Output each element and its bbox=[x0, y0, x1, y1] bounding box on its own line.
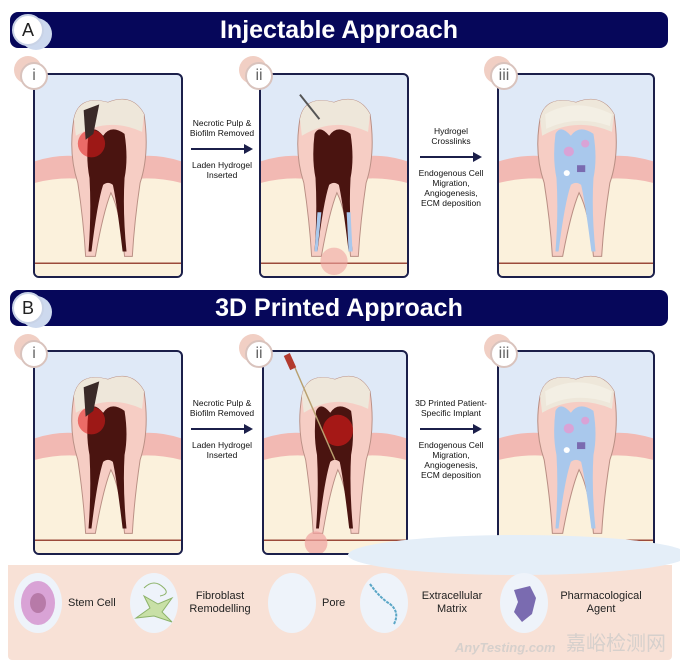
panel-b-ii-label: ii bbox=[245, 340, 273, 368]
infection-glow bbox=[77, 406, 106, 435]
endodontic-file-icon bbox=[291, 361, 336, 461]
legend: Stem Cell Fibroblast Remodelling Pore Ex… bbox=[8, 535, 680, 660]
legend-label: Stem Cell bbox=[68, 596, 116, 609]
section-a-step2: Hydrogel Crosslinks Endogenous Cell Migr… bbox=[414, 126, 488, 208]
watermark-en: AnyTesting.com bbox=[454, 640, 556, 655]
section-a-banner: Injectable Approach bbox=[10, 12, 668, 48]
infection-glow bbox=[322, 414, 353, 447]
enamel bbox=[299, 99, 371, 136]
panel-b-i bbox=[33, 350, 183, 555]
step-above-text: Necrotic Pulp & Biofilm Removed bbox=[189, 118, 255, 138]
tooth-illustration bbox=[264, 353, 406, 553]
arrow-right-icon bbox=[191, 424, 253, 434]
fibroblast-icon bbox=[130, 573, 178, 633]
legend-label: Extracellular Matrix bbox=[421, 590, 483, 615]
section-b-step2: 3D Printed Patient-Specific Implant Endo… bbox=[414, 398, 488, 480]
legend-label: Pore bbox=[322, 596, 346, 609]
panel-b-ii bbox=[262, 350, 408, 555]
arrow-right-icon bbox=[420, 424, 482, 434]
tooth-illustration bbox=[35, 376, 181, 553]
legend-item-pharma: Pharmacological Agent bbox=[500, 573, 648, 633]
panel-a-i bbox=[33, 73, 183, 278]
panel-a-ii bbox=[259, 73, 409, 278]
enamel bbox=[301, 376, 371, 413]
caries bbox=[83, 381, 100, 417]
pore-icon bbox=[268, 573, 316, 633]
panel-a-iii-label: iii bbox=[490, 62, 518, 90]
step-above-text: Necrotic Pulp & Biofilm Removed bbox=[189, 398, 255, 418]
tooth-illustration bbox=[35, 99, 181, 276]
extracellular-matrix-icon bbox=[360, 573, 408, 633]
section-b-title: 3D Printed Approach bbox=[215, 294, 463, 322]
legend-label: Pharmacological Agent bbox=[560, 590, 642, 615]
section-a-title: Injectable Approach bbox=[219, 16, 458, 44]
section-b-step1: Necrotic Pulp & Biofilm Removed Laden Hy… bbox=[185, 398, 259, 460]
step-below-text: Laden Hydrogel Inserted bbox=[191, 440, 252, 460]
watermark: AnyTesting.com 嘉峪检测网 bbox=[455, 633, 666, 655]
step-below-text: Endogenous Cell Migration, Angiogenesis,… bbox=[418, 168, 484, 208]
panel-a-ii-label: ii bbox=[245, 62, 273, 90]
panel-b-i-label: i bbox=[20, 340, 48, 368]
legend-item-pore: Pore bbox=[268, 573, 345, 633]
panel-a-iii bbox=[497, 73, 655, 278]
tooth-illustration bbox=[499, 99, 653, 276]
syringe-icon bbox=[299, 93, 321, 120]
legend-item-fibroblast: Fibroblast Remodelling bbox=[130, 573, 256, 633]
step-above-text: 3D Printed Patient-Specific Implant bbox=[415, 398, 487, 418]
stem-cell-icon bbox=[14, 573, 62, 633]
pharmacological-agent-icon bbox=[500, 573, 548, 633]
section-b-banner: 3D Printed Approach bbox=[10, 290, 668, 326]
hydrogel-roots bbox=[314, 212, 353, 252]
pulp bbox=[554, 406, 596, 529]
watermark-cn: 嘉峪检测网 bbox=[566, 633, 666, 655]
step-above-text: Hydrogel Crosslinks bbox=[431, 126, 471, 146]
caries bbox=[83, 104, 100, 140]
tooth-illustration bbox=[499, 376, 653, 553]
tooth-illustration bbox=[261, 93, 407, 276]
panel-b-iii-label: iii bbox=[490, 340, 518, 368]
section-a-badge: A bbox=[12, 14, 44, 46]
arrow-right-icon bbox=[191, 144, 253, 154]
arrow-right-icon bbox=[420, 152, 482, 162]
pulp bbox=[87, 406, 127, 529]
step-below-text: Endogenous Cell Migration, Angiogenesis,… bbox=[418, 440, 484, 480]
legend-item-stem-cell: Stem Cell bbox=[14, 573, 116, 633]
legend-wave bbox=[348, 535, 680, 575]
pulp bbox=[87, 129, 127, 252]
legend-item-ecm: Extracellular Matrix bbox=[360, 573, 490, 633]
pulp bbox=[554, 129, 596, 252]
panel-b-iii bbox=[497, 350, 655, 555]
pulp bbox=[313, 129, 353, 252]
section-b-badge: B bbox=[12, 292, 44, 324]
section-a-step1: Necrotic Pulp & Biofilm Removed Laden Hy… bbox=[185, 118, 259, 180]
panel-a-i-label: i bbox=[20, 62, 48, 90]
step-below-text: Laden Hydrogel Inserted bbox=[191, 160, 252, 180]
infection-glow bbox=[77, 129, 106, 158]
legend-label: Fibroblast Remodelling bbox=[189, 590, 251, 615]
